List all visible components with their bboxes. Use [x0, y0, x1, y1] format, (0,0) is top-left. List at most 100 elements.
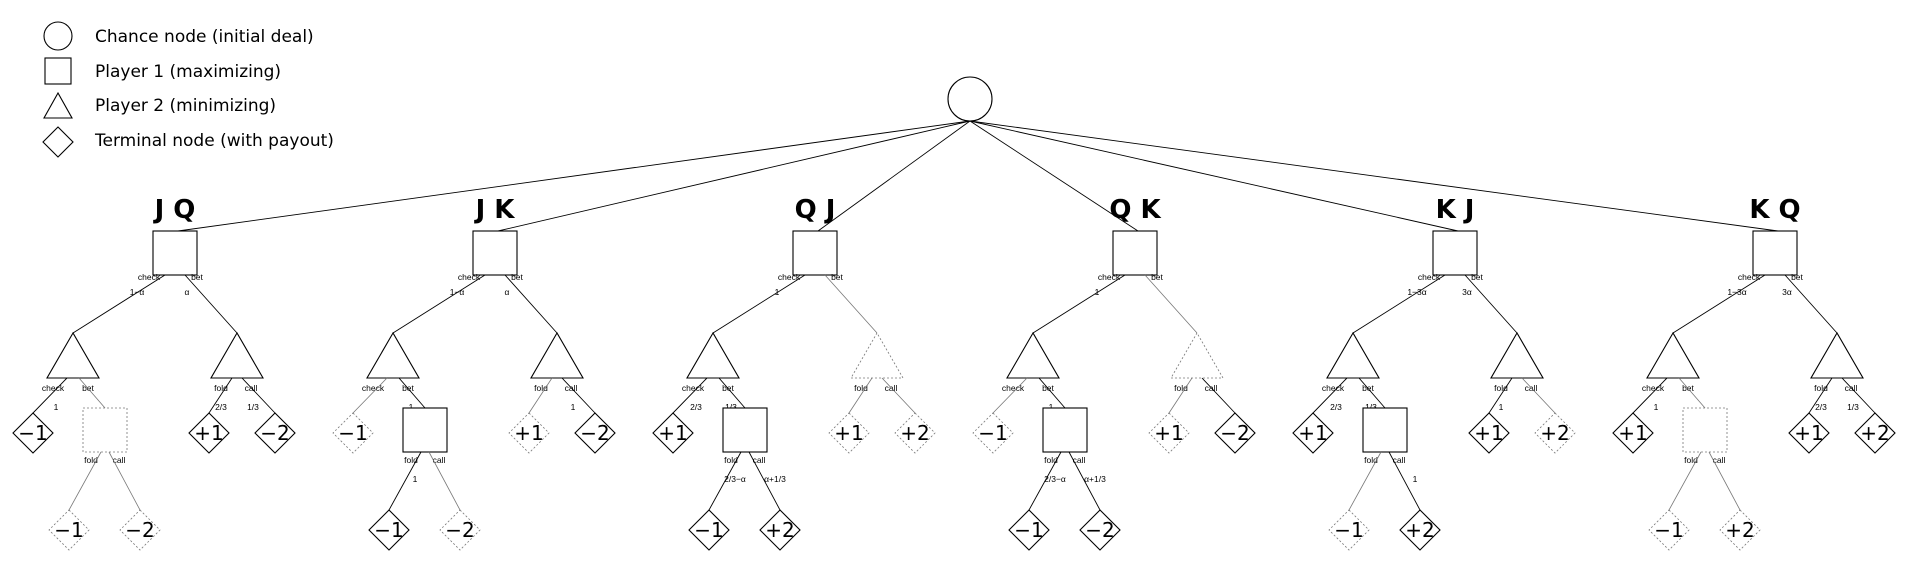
deal-label: J K [474, 195, 516, 225]
p2-left-bet-edge [1038, 377, 1066, 409]
p2-left-check-prob: 2/3 [1330, 402, 1342, 412]
p2-left-check-label: check [42, 383, 65, 393]
p1-check-label: check [1738, 272, 1761, 282]
p2-left-bet-prob: 1 [409, 402, 414, 412]
p2-left-check-edge [672, 377, 708, 414]
player1-node [152, 230, 198, 276]
p2-right-fold-edge [528, 377, 553, 414]
terminal-check-check [332, 412, 374, 454]
p1b-call-label: call [1393, 455, 1406, 465]
player2-node-right [1810, 331, 1864, 379]
terminal-bet-fold-payout: +1 [1474, 421, 1503, 445]
terminal-check-check [1612, 412, 1654, 454]
p1-check-edge [392, 274, 486, 334]
chance-node-root [947, 76, 993, 122]
p2-left-check-label: check [362, 383, 385, 393]
p2-right-call-edge [881, 377, 916, 414]
terminal-check-bet-call-payout: +2 [1405, 518, 1434, 542]
p1-check-prob: 1−α [450, 287, 465, 297]
p1-bet-label: bet [191, 272, 203, 282]
terminal-bet-fold [1148, 412, 1190, 454]
p1b-call-label: call [1073, 455, 1086, 465]
p1-check-prob: 1 [775, 287, 780, 297]
p1-bet-label: bet [831, 272, 843, 282]
player2-node-right [1490, 331, 1544, 379]
p2-left-check-label: check [1002, 383, 1025, 393]
terminal-check-bet-fold [368, 509, 410, 551]
terminal-check-check-payout: +1 [1298, 421, 1327, 445]
p2-left-check-edge [352, 377, 388, 414]
player1-node-second [722, 407, 768, 453]
p2-left-bet-label: bet [1682, 383, 1694, 393]
p1-check-prob: 1−3α [1727, 287, 1746, 297]
p2-right-call-edge [1201, 377, 1236, 414]
p2-right-call-edge [561, 377, 596, 414]
p2-left-check-prob: 1 [1654, 402, 1659, 412]
p2-left-bet-edge [398, 377, 426, 409]
player1-node [792, 230, 838, 276]
terminal-check-bet-call-payout: −2 [1085, 518, 1114, 542]
p1b-fold-prob: 1 [413, 474, 418, 484]
terminal-check-check [1292, 412, 1334, 454]
p1-check-edge [1672, 274, 1766, 334]
p1b-fold-edge [1348, 451, 1382, 511]
p2-right-fold-label: fold [214, 383, 228, 393]
terminal-bet-call [894, 412, 936, 454]
p1-check-prob: 1 [1095, 287, 1100, 297]
terminal-bet-fold-payout: +1 [834, 421, 863, 445]
terminal-check-check [972, 412, 1014, 454]
player2-node-right [210, 331, 264, 379]
p2-left-check-edge [1632, 377, 1668, 414]
p1b-fold-label: fold [1364, 455, 1378, 465]
terminal-check-bet-fold [1328, 509, 1370, 551]
p1-check-label: check [1098, 272, 1121, 282]
p1b-call-label: call [433, 455, 446, 465]
p1b-fold-edge [708, 451, 742, 511]
deal-label: K Q [1749, 195, 1800, 225]
terminal-bet-fold-payout: +1 [1154, 421, 1183, 445]
terminal-check-bet-call [1719, 509, 1761, 551]
terminal-bet-call [574, 412, 616, 454]
p1b-call-prob: 1 [1413, 474, 1418, 484]
player2-node-right [530, 331, 584, 379]
p1-check-label: check [778, 272, 801, 282]
player1-node [472, 230, 518, 276]
deal-label: Q K [1109, 195, 1161, 225]
terminal-bet-call-payout: −2 [580, 421, 609, 445]
p2-left-bet-edge [718, 377, 746, 409]
p2-left-check-label: check [1642, 383, 1665, 393]
p2-left-check-prob: 1 [54, 402, 59, 412]
p2-left-bet-prob: 1/3 [1365, 402, 1377, 412]
terminal-check-check-payout: −1 [18, 421, 47, 445]
p2-right-call-prob: 1/3 [1847, 402, 1859, 412]
p1b-fold-label: fold [84, 455, 98, 465]
p2-left-bet-label: bet [1362, 383, 1374, 393]
p1-check-label: check [138, 272, 161, 282]
terminal-check-bet-fold-payout: −1 [1654, 518, 1683, 542]
terminal-check-bet-fold [48, 509, 90, 551]
p1b-fold-prob: 2/3−α [724, 474, 746, 484]
p1-bet-label: bet [1791, 272, 1803, 282]
p1b-fold-edge [1668, 451, 1702, 511]
p2-right-fold-label: fold [1494, 383, 1508, 393]
p1b-call-label: call [753, 455, 766, 465]
root-edge-1 [177, 120, 971, 232]
p1-check-edge [72, 274, 166, 334]
p1-bet-prob: α [185, 287, 190, 297]
player2-node-left [1646, 331, 1700, 379]
legend-label-chance: Chance node (initial deal) [95, 27, 314, 47]
p2-left-check-label: check [1322, 383, 1345, 393]
player1-node-second [402, 407, 448, 453]
terminal-check-bet-call-payout: +2 [1725, 518, 1754, 542]
deal-label: J Q [153, 195, 196, 225]
p1b-call-edge [1388, 451, 1421, 511]
p2-right-fold-label: fold [534, 383, 548, 393]
p2-left-check-edge [1312, 377, 1348, 414]
p1-check-prob: 1−3α [1407, 287, 1426, 297]
player2-node-left [46, 331, 100, 379]
player1-node-second [1362, 407, 1408, 453]
p1-check-edge [1032, 274, 1126, 334]
